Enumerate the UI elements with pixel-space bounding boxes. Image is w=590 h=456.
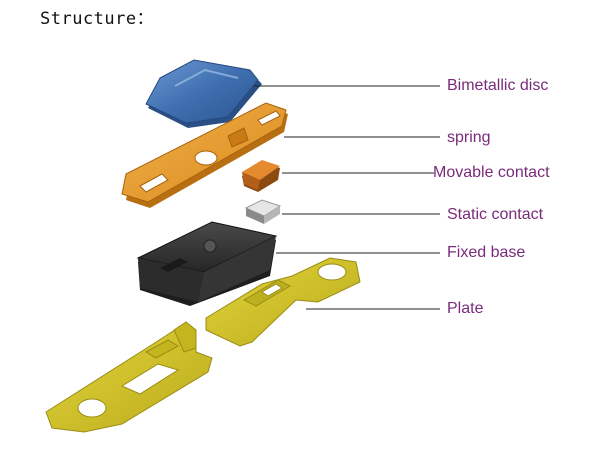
plate-lower-part xyxy=(45,321,213,433)
movable-contact-part xyxy=(242,160,280,192)
callout-plate: Plate xyxy=(447,300,484,317)
callout-static-contact: Static contact xyxy=(447,206,544,223)
callout-fixed-base: Fixed base xyxy=(447,244,526,261)
plate-upper-part xyxy=(205,257,361,347)
callout-spring: spring xyxy=(447,129,491,146)
page-heading: Structure： xyxy=(40,9,155,29)
callout-bimetallic-disc: Bimetallic disc xyxy=(447,77,549,94)
bimetallic-disc-part xyxy=(145,59,262,128)
callout-movable-contact: Movable contact xyxy=(433,164,550,181)
fixed-base-part xyxy=(136,221,278,306)
static-contact-part xyxy=(244,199,282,224)
spring-part xyxy=(121,102,288,208)
